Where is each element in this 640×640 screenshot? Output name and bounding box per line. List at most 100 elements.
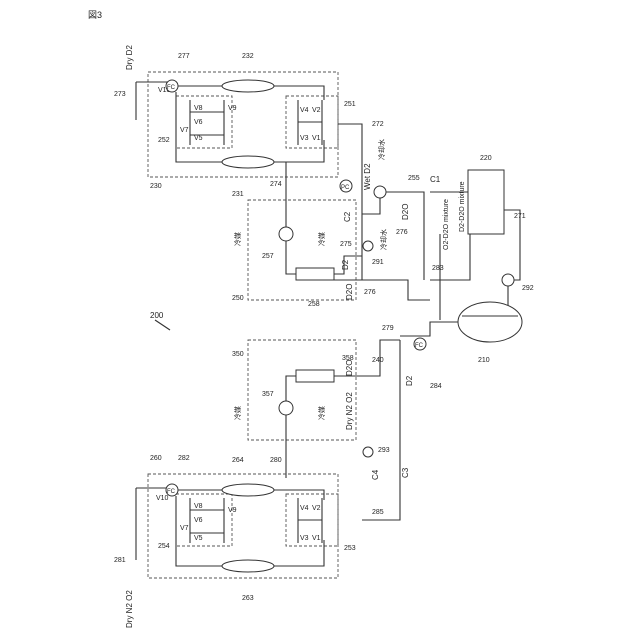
- electrolyzer-210: [458, 302, 522, 342]
- ref-282: 282: [178, 455, 190, 462]
- heat-exchanger-255: [374, 186, 386, 198]
- pump-292: [502, 274, 514, 286]
- ref-276b: 276: [364, 289, 376, 296]
- ref-254: 254: [158, 543, 170, 550]
- label-c1: C1: [430, 175, 441, 184]
- label-c2: C2: [343, 211, 352, 222]
- adsorber-263: [222, 560, 274, 572]
- ref-293: 293: [378, 447, 390, 454]
- adsorber-232: [222, 80, 274, 92]
- label-v6-bottom: V6: [194, 517, 203, 524]
- label-dry-n2-o2-mid: Dry N2 O2: [345, 392, 354, 430]
- label-d2o-b: D2O: [401, 204, 410, 220]
- ref-277: 277: [178, 53, 190, 60]
- label-dry-d2: Dry D2: [125, 45, 134, 70]
- ref-283: 283: [432, 265, 444, 272]
- ref-264: 264: [232, 457, 244, 464]
- label-v10-bottom: V10: [156, 495, 169, 502]
- ref-280: 280: [270, 457, 282, 464]
- label-coolant-b: 冷媒: [317, 232, 326, 246]
- pipe-bot-right: [274, 140, 324, 162]
- ref-230: 230: [150, 183, 162, 190]
- heat-exchanger-357: [279, 401, 293, 415]
- separator-358: [296, 370, 334, 382]
- ref-200-leader: [155, 320, 170, 330]
- label-n2-mid: D2: [405, 375, 414, 386]
- label-v3-top: V3: [300, 135, 309, 142]
- label-cooling-water-b: 冷却水: [379, 229, 388, 250]
- label-cooling-water-a: 冷却水: [377, 139, 386, 160]
- ref-281: 281: [114, 557, 126, 564]
- ref-240: 240: [372, 357, 384, 364]
- ref-275: 275: [340, 241, 352, 248]
- pipe-top-right: [274, 86, 324, 100]
- label-dry-n2-o2: Dry N2 O2: [125, 590, 134, 628]
- ref-357: 357: [262, 391, 274, 398]
- label-coolant-d: 冷媒: [317, 406, 326, 420]
- ref-258: 258: [308, 301, 320, 308]
- ref-279: 279: [382, 325, 394, 332]
- pipe-255-down: [362, 198, 380, 214]
- label-d2-d2o-mixture: D2-D2O mixture: [459, 181, 466, 232]
- label-v9-bottom: V9: [228, 507, 237, 514]
- label-pc: PC: [341, 185, 350, 191]
- label-fc-mid: FC: [415, 343, 424, 349]
- ref-257: 257: [262, 253, 274, 260]
- pipe-285-return: [362, 340, 400, 520]
- ref-232: 232: [242, 53, 254, 60]
- pipe-357-358: [286, 376, 296, 401]
- unit-250-boundary: [248, 200, 356, 300]
- ref-253: 253: [344, 545, 356, 552]
- label-v2-top: V2: [312, 107, 321, 114]
- label-coolant-a: 冷媒: [233, 232, 242, 246]
- pipe-283: [430, 234, 470, 280]
- pipe-257-258: [286, 241, 296, 274]
- ref-284: 284: [430, 383, 442, 390]
- label-c3: C3: [401, 467, 410, 478]
- label-v4-bottom: V4: [300, 505, 309, 512]
- label-v6-top: V6: [194, 119, 203, 126]
- ref-210: 210: [478, 357, 490, 364]
- label-v4-top: V4: [300, 107, 309, 114]
- label-d2o-a: D2O: [345, 284, 354, 300]
- heat-exchanger-257: [279, 227, 293, 241]
- label-v8-top: V8: [194, 105, 203, 112]
- ref-274: 274: [270, 181, 282, 188]
- ref-285: 285: [372, 509, 384, 516]
- ref-255: 255: [408, 175, 420, 182]
- pipe-dry-n2: [136, 488, 222, 490]
- compressor-293: [363, 447, 373, 457]
- separator-258: [296, 268, 334, 280]
- ref-251: 251: [344, 101, 356, 108]
- label-fc-top: FC: [167, 85, 176, 91]
- label-o2-d2o-mixture: O2-D2O mixture: [443, 199, 450, 250]
- ref-260: 260: [150, 455, 162, 462]
- label-v3-bottom: V3: [300, 535, 309, 542]
- ref-291: 291: [372, 259, 384, 266]
- label-c4: C4: [371, 469, 380, 480]
- ref-252: 252: [158, 137, 170, 144]
- label-v5-bottom: V5: [194, 535, 203, 542]
- ref-292: 292: [522, 285, 534, 292]
- label-v9-top: V9: [228, 105, 237, 112]
- label-coolant-c: 冷媒: [233, 406, 242, 420]
- unit-350-boundary: [248, 340, 356, 440]
- label-v1-top: V1: [312, 135, 321, 142]
- pipe-b-top-right: [274, 490, 324, 500]
- label-wet-d2: Wet D2: [363, 163, 372, 190]
- label-d2o-c: D2O: [345, 360, 354, 376]
- label-v7-bottom: V7: [180, 525, 189, 532]
- pipe-b-bot-right: [274, 540, 324, 566]
- ref-263: 263: [242, 595, 254, 602]
- ref-220: 220: [480, 155, 492, 162]
- ref-272: 272: [372, 121, 384, 128]
- label-v2-bottom: V2: [312, 505, 321, 512]
- label-v7-top: V7: [180, 127, 189, 134]
- label-v5-top: V5: [194, 135, 203, 142]
- compressor-291: [363, 241, 373, 251]
- ref-276a: 276: [396, 229, 408, 236]
- ref-231: 231: [232, 191, 244, 198]
- ref-250: 250: [232, 295, 244, 302]
- adsorber-264: [222, 484, 274, 496]
- label-d2: D2: [341, 259, 350, 270]
